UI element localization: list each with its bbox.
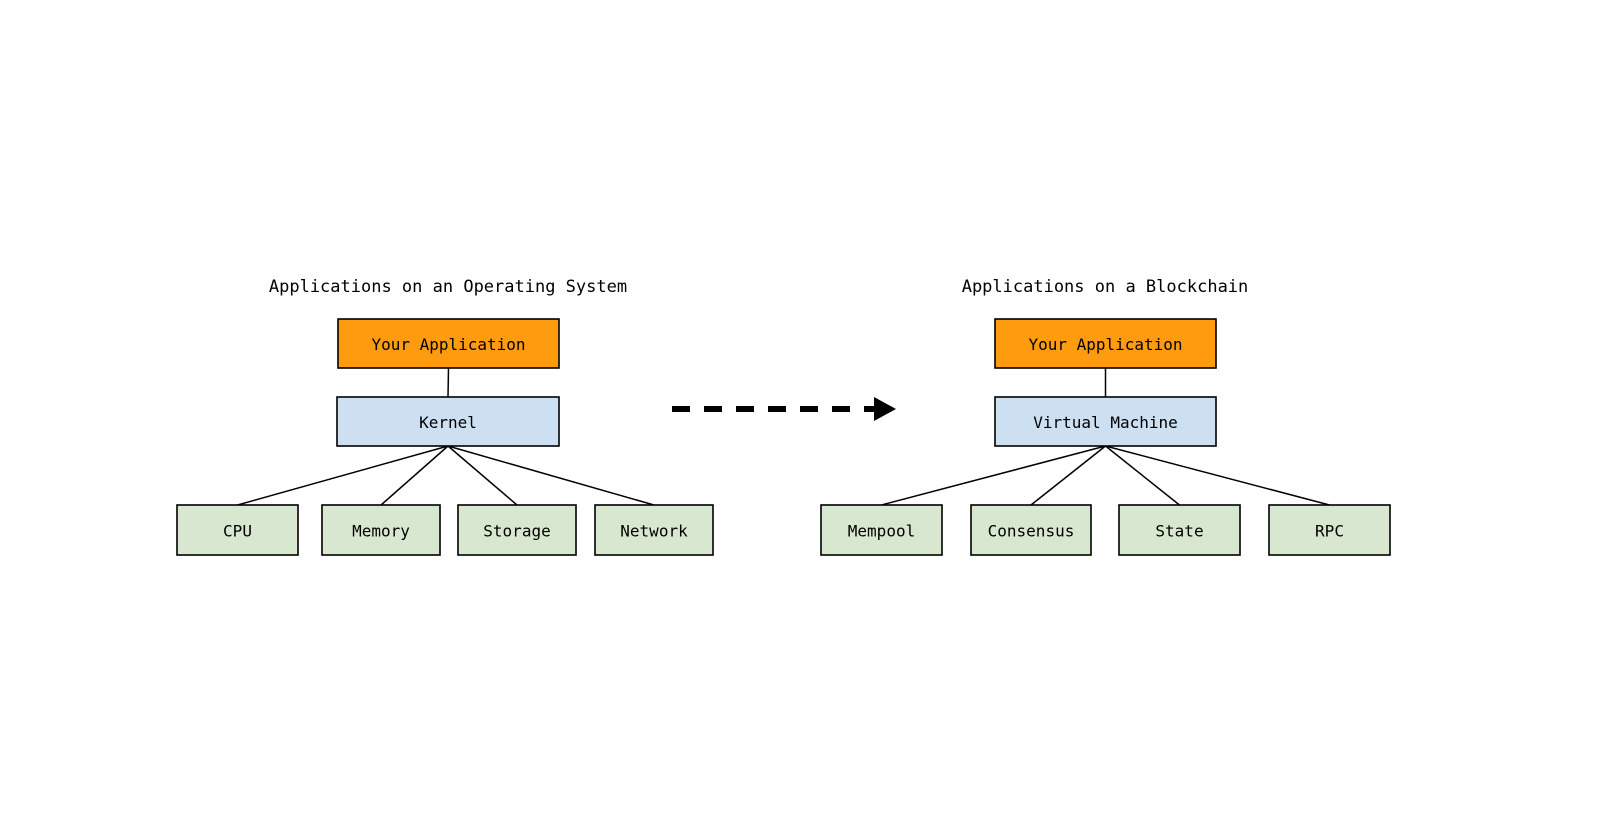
node-resource-blockchain-2[interactable]: State bbox=[1118, 504, 1241, 556]
node-application-blockchain-rect[interactable] bbox=[994, 318, 1217, 369]
node-resource-blockchain-3-rect[interactable] bbox=[1268, 504, 1391, 556]
node-resource-operating-system-2[interactable]: Storage bbox=[457, 504, 577, 556]
edge-application-to-runtime bbox=[447, 367, 450, 398]
node-resource-blockchain-3[interactable]: RPC bbox=[1268, 504, 1391, 556]
node-runtime-operating-system[interactable]: Kernel bbox=[336, 396, 560, 447]
node-resource-operating-system-3-label: Network bbox=[620, 522, 688, 541]
node-resource-operating-system-3[interactable]: Network bbox=[594, 504, 714, 556]
node-application-blockchain-label: Your Application bbox=[1028, 335, 1182, 354]
node-resource-operating-system-0-label: CPU bbox=[223, 522, 252, 541]
node-resource-blockchain-1-label: Consensus bbox=[988, 522, 1075, 541]
edge-runtime-to-resource-3 bbox=[1105, 445, 1330, 506]
node-runtime-operating-system-label: Kernel bbox=[419, 413, 477, 432]
node-resource-blockchain-3-label: RPC bbox=[1315, 522, 1344, 541]
node-resource-operating-system-1-rect[interactable] bbox=[321, 504, 441, 556]
node-resource-operating-system-2-label: Storage bbox=[483, 522, 550, 541]
edge-runtime-to-resource-0 bbox=[881, 445, 1106, 506]
node-resource-operating-system-2-rect[interactable] bbox=[457, 504, 577, 556]
edge-runtime-to-resource-1 bbox=[1030, 445, 1106, 506]
node-resource-operating-system-1-label: Memory bbox=[352, 522, 410, 541]
edge-runtime-to-resource-1 bbox=[380, 445, 449, 506]
node-application-operating-system[interactable]: Your Application bbox=[337, 318, 560, 369]
edge-runtime-to-resource-0 bbox=[237, 445, 449, 506]
node-runtime-operating-system-rect[interactable] bbox=[336, 396, 560, 447]
edge-runtime-to-resource-2 bbox=[447, 445, 518, 506]
node-resource-blockchain-0-rect[interactable] bbox=[820, 504, 943, 556]
edge-runtime-to-resource-2 bbox=[1105, 445, 1180, 506]
cluster-title-operating-system: Applications on an Operating System bbox=[269, 277, 627, 297]
node-resource-blockchain-1-rect[interactable] bbox=[970, 504, 1092, 556]
node-runtime-blockchain-label: Virtual Machine bbox=[1033, 413, 1178, 432]
node-resource-operating-system-3-rect[interactable] bbox=[594, 504, 714, 556]
node-application-operating-system-label: Your Application bbox=[371, 335, 525, 354]
node-resource-operating-system-0[interactable]: CPU bbox=[176, 504, 299, 556]
node-resource-blockchain-2-label: State bbox=[1155, 522, 1203, 541]
node-runtime-blockchain-rect[interactable] bbox=[994, 396, 1217, 447]
node-resource-blockchain-1[interactable]: Consensus bbox=[970, 504, 1092, 556]
node-resource-blockchain-0-label: Mempool bbox=[848, 522, 915, 541]
node-application-blockchain[interactable]: Your Application bbox=[994, 318, 1217, 369]
node-resource-blockchain-0[interactable]: Mempool bbox=[820, 504, 943, 556]
edge-runtime-to-resource-3 bbox=[447, 445, 655, 506]
cluster-title-blockchain: Applications on a Blockchain bbox=[962, 277, 1249, 297]
node-application-operating-system-rect[interactable] bbox=[337, 318, 560, 369]
node-resource-operating-system-1[interactable]: Memory bbox=[321, 504, 441, 556]
node-resource-blockchain-2-rect[interactable] bbox=[1118, 504, 1241, 556]
transition-arrow-head-icon bbox=[874, 397, 896, 421]
node-runtime-blockchain[interactable]: Virtual Machine bbox=[994, 396, 1217, 447]
node-resource-operating-system-0-rect[interactable] bbox=[176, 504, 299, 556]
